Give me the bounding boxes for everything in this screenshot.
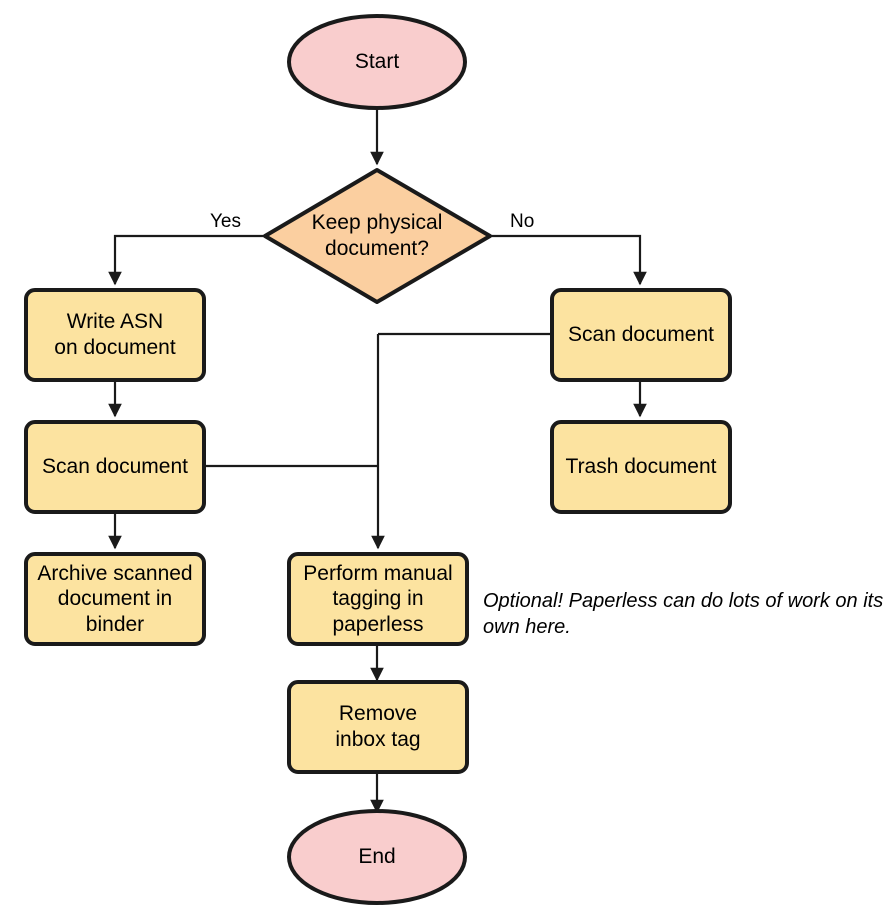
node-scan-document-right[interactable]	[550, 288, 732, 382]
edge-label-yes: Yes	[210, 211, 241, 232]
connector-layer	[108, 104, 647, 814]
node-perform-manual-tagging-in-paperless[interactable]	[287, 552, 469, 646]
node-write-asn-on-document[interactable]	[24, 288, 206, 382]
node-decision-keep-physical-document[interactable]	[263, 168, 492, 304]
node-start[interactable]	[287, 14, 467, 110]
edge-decision-yes	[108, 234, 265, 286]
edge-decision-no	[490, 234, 647, 286]
node-end[interactable]	[287, 809, 467, 905]
node-layer	[24, 14, 732, 905]
edge-label-no: No	[510, 211, 535, 232]
node-remove-inbox-tag[interactable]	[287, 680, 469, 774]
node-trash-document[interactable]	[550, 420, 732, 514]
annotation-optional-note: Optional! Paperless can do lots of work …	[483, 590, 884, 638]
node-scan-document-left[interactable]	[24, 420, 206, 514]
node-archive-scanned-document-in-binder[interactable]	[24, 552, 206, 646]
